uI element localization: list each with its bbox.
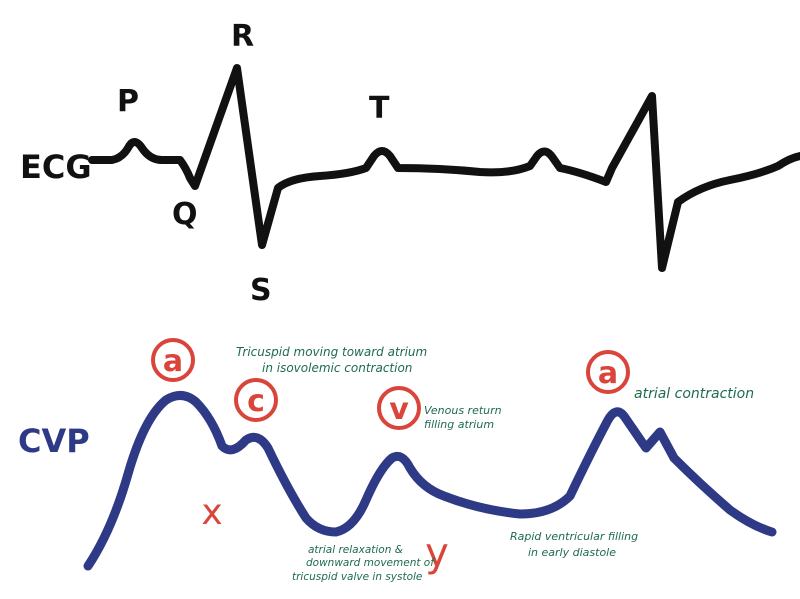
- note-v-line1: Venous return: [424, 404, 502, 417]
- note-y-line1: Rapid ventricular filling: [510, 530, 638, 543]
- note-v-line2: filling atrium: [424, 418, 494, 431]
- ecg-trace: [88, 64, 800, 272]
- note-c-line2: in isovolemic contraction: [262, 361, 412, 375]
- marker-a-second: a: [586, 350, 630, 394]
- marker-a-first-letter: a: [163, 344, 183, 379]
- note-a-second: atrial contraction: [634, 386, 754, 402]
- ecg-t-label: T: [369, 91, 390, 126]
- marker-x-letter: x: [201, 492, 222, 533]
- ecg-p-label: P: [117, 84, 139, 119]
- note-x-line3: tricuspid valve in systole: [292, 571, 422, 583]
- ecg-label: ECG: [20, 148, 92, 186]
- marker-y-letter: y: [425, 530, 449, 576]
- marker-c: c: [234, 378, 278, 422]
- note-x-line1: atrial relaxation &: [308, 544, 403, 556]
- ecg-q-label: Q: [172, 197, 198, 232]
- cvp-label: CVP: [18, 422, 90, 460]
- marker-a-second-letter: a: [598, 356, 618, 391]
- cvp-trace: [83, 391, 777, 571]
- note-c-line1: Tricuspid moving toward atrium: [236, 345, 427, 359]
- marker-v-letter: v: [389, 392, 409, 427]
- marker-v: v: [377, 386, 421, 430]
- marker-c-letter: c: [247, 384, 265, 419]
- note-x-line2: downward movement of: [306, 557, 436, 569]
- marker-a-first: a: [151, 338, 195, 382]
- note-y-line2: in early diastole: [528, 546, 616, 559]
- ecg-s-label: S: [250, 273, 272, 308]
- ecg-r-label: R: [231, 19, 254, 54]
